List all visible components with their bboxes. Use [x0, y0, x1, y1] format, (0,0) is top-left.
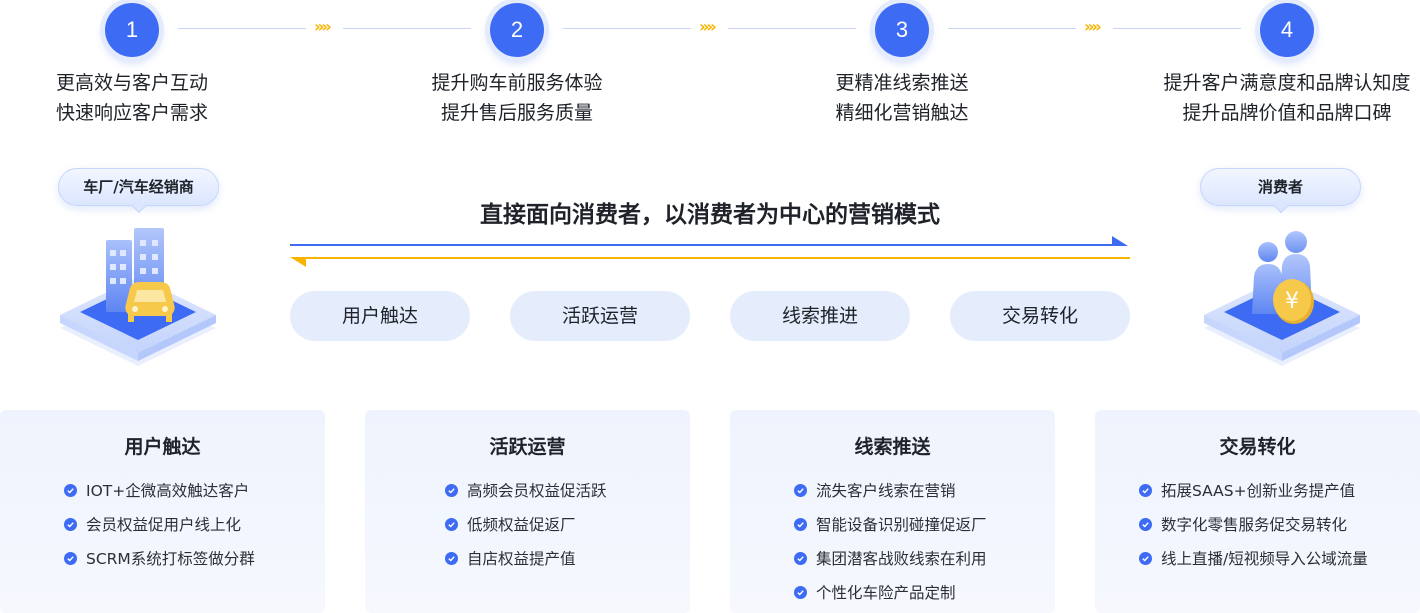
forward-arrow-line — [290, 244, 1116, 246]
step-number-badge: 1 — [105, 3, 159, 57]
consumer-coin-icon: ¥ — [1204, 231, 1360, 366]
step-number-badge: 2 — [490, 3, 544, 57]
step-4: 4 提升客户满意度和品牌认知度 提升品牌价值和品牌口碑 — [1137, 3, 1420, 128]
list-item: 线上直播/短视频导入公域流量 — [1139, 541, 1420, 575]
step-connector — [1113, 28, 1241, 29]
check-circle-icon — [64, 517, 77, 531]
check-circle-icon — [794, 551, 807, 565]
arrow-left-icon — [290, 257, 306, 267]
chevron-right-icon: »» — [1084, 17, 1102, 36]
card-title: 线索推送 — [854, 436, 931, 458]
step-connector — [728, 28, 856, 29]
list-item: 自店权益提产值 — [445, 541, 690, 575]
car-buildings-icon — [60, 228, 216, 366]
check-circle-icon — [794, 483, 807, 497]
card-list: 流失客户线索在营销 智能设备识别碰撞促返厂 集团潜客战败线索在利用 个性化车险产… — [730, 473, 1055, 609]
card-list: 拓展SAAS+创新业务提产值 数字化零售服务促交易转化 线上直播/短视频导入公域… — [1095, 473, 1420, 575]
step-connector — [563, 28, 691, 29]
check-circle-icon — [445, 551, 458, 565]
list-item: 数字化零售服务促交易转化 — [1139, 507, 1420, 541]
check-circle-icon — [794, 585, 807, 599]
card-user-reach: 用户触达 IOT+企微高效触达客户 会员权益促用户线上化 SCRM系统打标签做分… — [0, 410, 325, 613]
check-circle-icon — [1139, 551, 1152, 565]
list-item: 流失客户线索在营销 — [794, 473, 1055, 507]
step-1: 1 更高效与客户互动 快速响应客户需求 — [0, 3, 282, 128]
list-item: IOT+企微高效触达客户 — [64, 473, 325, 507]
stage-pill: 线索推进 — [730, 291, 910, 341]
check-circle-icon — [445, 517, 458, 531]
step-2: 2 提升购车前服务体验 提升售后服务质量 — [367, 3, 667, 128]
check-circle-icon — [1139, 483, 1152, 497]
stage-pill: 用户触达 — [290, 291, 470, 341]
list-item: 低频权益促返厂 — [445, 507, 690, 541]
list-item: 会员权益促用户线上化 — [64, 507, 325, 541]
check-circle-icon — [794, 517, 807, 531]
check-circle-icon — [445, 483, 458, 497]
center-title: 直接面向消费者，以消费者为中心的营销模式 — [480, 202, 940, 228]
step-description: 提升购车前服务体验 提升售后服务质量 — [431, 72, 603, 124]
card-deal-conversion: 交易转化 拓展SAAS+创新业务提产值 数字化零售服务促交易转化 线上直播/短视… — [1095, 410, 1420, 613]
check-circle-icon — [64, 551, 77, 565]
card-list: IOT+企微高效触达客户 会员权益促用户线上化 SCRM系统打标签做分群 — [0, 473, 325, 575]
step-connector — [948, 28, 1076, 29]
card-active-operation: 活跃运营 高频会员权益促活跃 低频权益促返厂 自店权益提产值 — [365, 410, 690, 613]
step-description: 更高效与客户互动 快速响应客户需求 — [55, 72, 208, 124]
list-item: SCRM系统打标签做分群 — [64, 541, 325, 575]
step-3: 3 更精准线索推送 精细化营销触达 — [752, 3, 1052, 128]
list-item: 高频会员权益促活跃 — [445, 473, 690, 507]
step-number-badge: 3 — [875, 3, 929, 57]
list-item: 智能设备识别碰撞促返厂 — [794, 507, 1055, 541]
arrow-right-icon — [1112, 236, 1128, 246]
step-connector — [178, 28, 306, 29]
step-description: 更精准线索推送 精细化营销触达 — [835, 72, 969, 124]
chevron-right-icon: »» — [699, 17, 717, 36]
card-title: 用户触达 — [124, 436, 201, 458]
step-connector — [343, 28, 471, 29]
list-item: 个性化车险产品定制 — [794, 575, 1055, 609]
check-circle-icon — [64, 483, 77, 497]
backward-arrow-line — [304, 257, 1130, 259]
card-list: 高频会员权益促活跃 低频权益促返厂 自店权益提产值 — [365, 473, 690, 575]
chevron-right-icon: »» — [314, 17, 332, 36]
svg-text:¥: ¥ — [1285, 289, 1299, 314]
list-item: 集团潜客战败线索在利用 — [794, 541, 1055, 575]
step-number-badge: 4 — [1260, 3, 1314, 57]
card-lead-push: 线索推送 流失客户线索在营销 智能设备识别碰撞促返厂 集团潜客战败线索在利用 个… — [730, 410, 1055, 613]
stage-pill: 活跃运营 — [510, 291, 690, 341]
list-item: 拓展SAAS+创新业务提产值 — [1139, 473, 1420, 507]
card-title: 交易转化 — [1219, 436, 1296, 458]
step-description: 提升客户满意度和品牌认知度 提升品牌价值和品牌口碑 — [1163, 72, 1411, 124]
stage-pill: 交易转化 — [950, 291, 1130, 341]
card-title: 活跃运营 — [489, 436, 566, 458]
check-circle-icon — [1139, 517, 1152, 531]
